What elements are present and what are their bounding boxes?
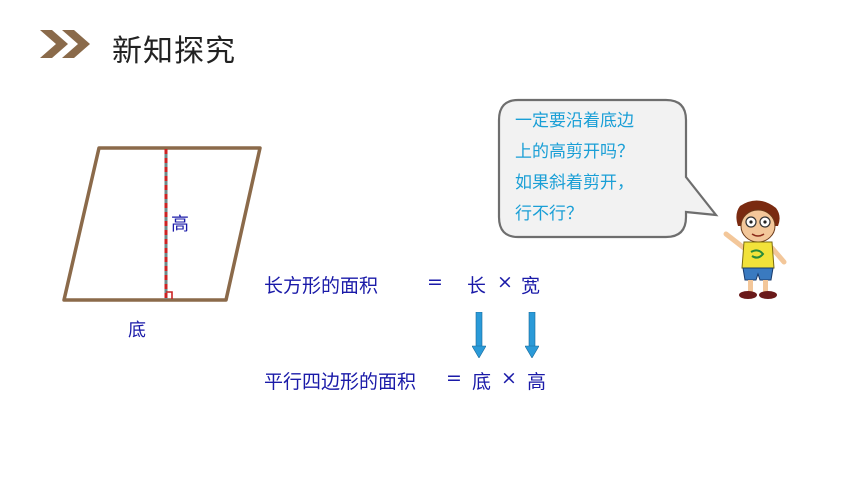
height-label: 高 (171, 214, 189, 235)
height-term: 高 (527, 371, 547, 393)
bubble-line: 一定要沿着底边 (515, 111, 634, 131)
base-label: 底 (128, 320, 146, 341)
bubble-line: 如果斜着剪开， (515, 173, 634, 193)
equals-sign: = (446, 367, 462, 389)
down-arrow-icon (525, 312, 539, 358)
parallelogram-figure (62, 146, 262, 302)
rectangle-area-label: 长方形的面积 (264, 275, 379, 297)
right-angle-mark (166, 291, 173, 299)
double-chevron-right-icon (40, 30, 90, 58)
base-term: 底 (472, 371, 492, 393)
speech-bubble (497, 98, 719, 239)
down-arrow-icon (472, 312, 486, 358)
bubble-line: 上的高剪开吗？ (515, 142, 634, 162)
times-sign: × (497, 271, 513, 293)
width-term: 宽 (521, 275, 541, 297)
page-title: 新知探究 (112, 34, 236, 69)
bubble-line: 行不行？ (515, 204, 583, 224)
cartoon-student-icon (723, 200, 787, 299)
parallelogram-outline (62, 146, 262, 302)
times-sign: × (501, 367, 517, 389)
length-term: 长 (467, 275, 487, 297)
parallelogram-area-label: 平行四边形的面积 (264, 371, 417, 393)
speech-bubble-text: 一定要沿着底边 上的高剪开吗？ 如果斜着剪开， 行不行？ (515, 106, 695, 230)
equals-sign: = (427, 271, 443, 293)
